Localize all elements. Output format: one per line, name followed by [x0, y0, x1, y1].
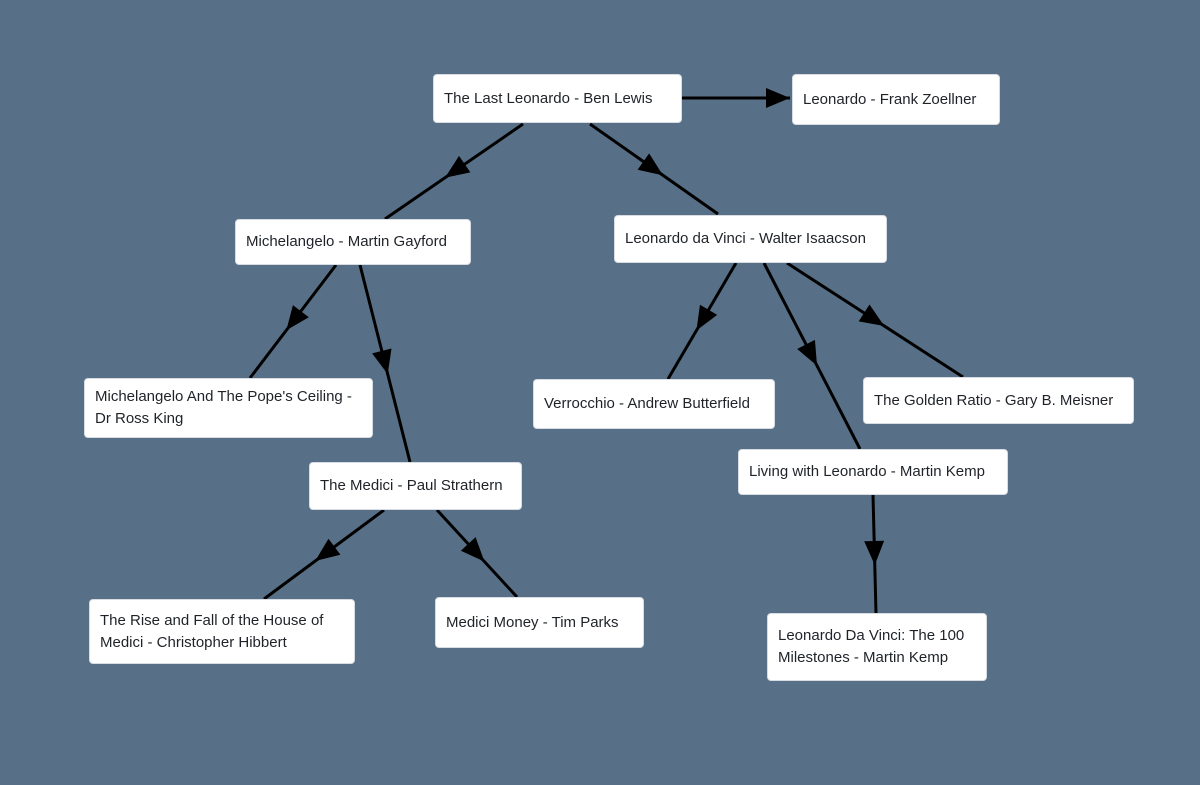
node-davinci-isaacson[interactable]: Leonardo da Vinci - Walter Isaacson — [614, 215, 887, 263]
node-label: The Medici - Paul Strathern — [320, 477, 503, 494]
arrowhead-icon — [286, 305, 309, 331]
arrowhead-icon — [858, 304, 885, 326]
edge-davinci-isaacson-to-golden-ratio — [786, 261, 964, 379]
edge-last-leonardo-to-michelangelo-gayford — [384, 122, 524, 221]
arrowhead-icon — [637, 153, 663, 176]
edge-michelangelo-gayford-to-popes-ceiling — [248, 264, 338, 379]
node-label: Medici Money - Tim Parks — [446, 613, 619, 631]
node-100-milestones[interactable]: Leonardo Da Vinci: The 100 Milestones - … — [767, 613, 987, 681]
node-zoellner[interactable]: Leonardo - Frank Zoellner — [792, 74, 1000, 125]
node-label: The Golden Ratio - Gary B. Meisner — [874, 391, 1114, 409]
node-label: Leonardo Da Vinci: The 100 Milestones - … — [778, 627, 965, 666]
node-label: The Last Leonardo - Ben Lewis — [444, 89, 653, 107]
node-label: Michelangelo - Martin Gayford — [246, 233, 447, 250]
edge-davinci-isaacson-to-verrocchio — [666, 262, 738, 380]
node-medici-strathern[interactable]: The Medici - Paul Strathern — [309, 462, 522, 510]
node-verrocchio[interactable]: Verrocchio - Andrew Butterfield — [533, 379, 775, 429]
arrowhead-icon — [315, 538, 341, 562]
edge-last-leonardo-to-davinci-isaacson — [589, 122, 719, 216]
edge-living-leonardo-to-100-milestones — [864, 494, 885, 614]
node-label: Leonardo - Frank Zoellner — [803, 90, 977, 108]
edge-michelangelo-gayford-to-medici-strathern — [358, 264, 412, 463]
node-label: Michelangelo And The Pope's Ceiling - Dr… — [95, 388, 352, 427]
edge-davinci-isaacson-to-living-leonardo — [762, 262, 862, 450]
node-label: Verrocchio - Andrew Butterfield — [544, 395, 750, 412]
edge-medici-strathern-to-medici-money — [435, 508, 519, 599]
node-label: Living with Leonardo - Martin Kemp — [749, 463, 985, 480]
node-living-leonardo[interactable]: Living with Leonardo - Martin Kemp — [738, 449, 1008, 495]
arrowhead-icon — [864, 540, 885, 565]
arrowhead-icon — [372, 348, 392, 375]
node-rise-fall-medici[interactable]: The Rise and Fall of the House of Medici… — [89, 599, 355, 664]
node-last-leonardo[interactable]: The Last Leonardo - Ben Lewis — [433, 74, 682, 123]
node-label: Leonardo da Vinci - Walter Isaacson — [625, 230, 866, 247]
arrowhead-icon — [444, 155, 471, 178]
node-golden-ratio[interactable]: The Golden Ratio - Gary B. Meisner — [863, 377, 1134, 424]
arrowhead-icon — [797, 339, 818, 366]
arrowhead-icon — [460, 537, 485, 562]
arrowhead-icon — [696, 304, 718, 331]
node-popes-ceiling[interactable]: Michelangelo And The Pope's Ceiling - Dr… — [84, 378, 373, 438]
node-michelangelo-gayford[interactable]: Michelangelo - Martin Gayford — [235, 219, 471, 265]
node-label: The Rise and Fall of the House of Medici… — [100, 611, 324, 651]
edge-medici-strathern-to-rise-fall-medici — [263, 508, 385, 601]
edge-last-leonardo-to-zoellner — [682, 88, 790, 108]
arrowhead-icon — [766, 88, 790, 108]
node-medici-money[interactable]: Medici Money - Tim Parks — [435, 597, 644, 648]
